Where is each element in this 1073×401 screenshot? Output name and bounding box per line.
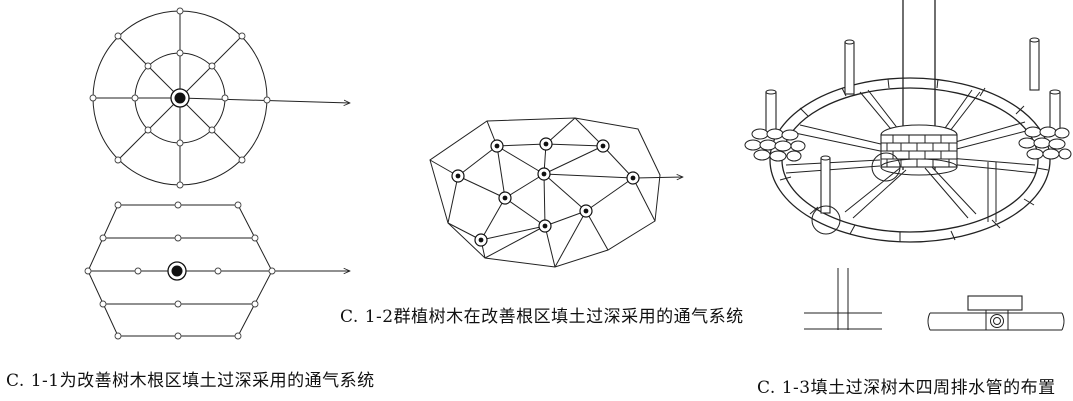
flow-arrow xyxy=(632,177,683,178)
brick-collar-icon xyxy=(880,124,958,176)
tree-node-icon xyxy=(451,169,465,183)
vent-pipe-icon xyxy=(1029,37,1040,91)
tree-node-icon xyxy=(626,171,640,185)
stone-pile-icon xyxy=(744,128,806,162)
fig1-hex-system xyxy=(84,201,350,340)
fig3-detail-pipe-section xyxy=(927,295,1065,331)
tree-trunk-icon xyxy=(174,92,186,104)
tree-node-icon xyxy=(537,167,551,181)
fig2-group-network xyxy=(429,117,683,268)
detail-callout-circle xyxy=(871,152,901,182)
tree-node-icon xyxy=(474,233,488,247)
network-edges xyxy=(429,117,656,268)
vent-pipe-icon xyxy=(1049,89,1061,133)
vent-pipe-icon xyxy=(820,155,831,214)
outer-ring-nodes xyxy=(89,7,271,189)
tree-trunk-icon xyxy=(171,265,183,277)
tree-node-icon xyxy=(538,219,552,233)
fig3-detail-vertical xyxy=(804,268,882,330)
vent-pipe-icon xyxy=(765,89,777,133)
vent-pipe-icon xyxy=(987,162,997,222)
tree-node-icon xyxy=(579,204,593,218)
stone-pile-icon xyxy=(1018,126,1072,160)
tree-node-icon xyxy=(498,191,512,205)
caption-fig-3: C. 1-3填土过深树木四周排水管的布置 xyxy=(757,378,1056,398)
tree-nodes xyxy=(451,137,640,247)
fig1-ring-system xyxy=(89,7,350,189)
hex-nodes xyxy=(84,201,276,340)
caption-fig-1: C. 1-1为改善树木根区填土过深采用的通气系统 xyxy=(6,371,375,391)
inner-ring-nodes xyxy=(131,49,229,147)
drain-ring-outer xyxy=(769,77,1051,243)
ring-joints xyxy=(779,78,1049,242)
tree-node-icon xyxy=(596,139,610,153)
tree-node-icon xyxy=(539,137,553,151)
detail-callout-circle xyxy=(811,205,841,235)
caption-fig-2: C. 1-2群植树木在改善根区填土过深采用的通气系统 xyxy=(340,307,744,327)
vent-pipe-icon xyxy=(844,39,855,95)
fig3-drainage-perspective xyxy=(744,0,1072,243)
tree-node-icon xyxy=(490,139,504,153)
